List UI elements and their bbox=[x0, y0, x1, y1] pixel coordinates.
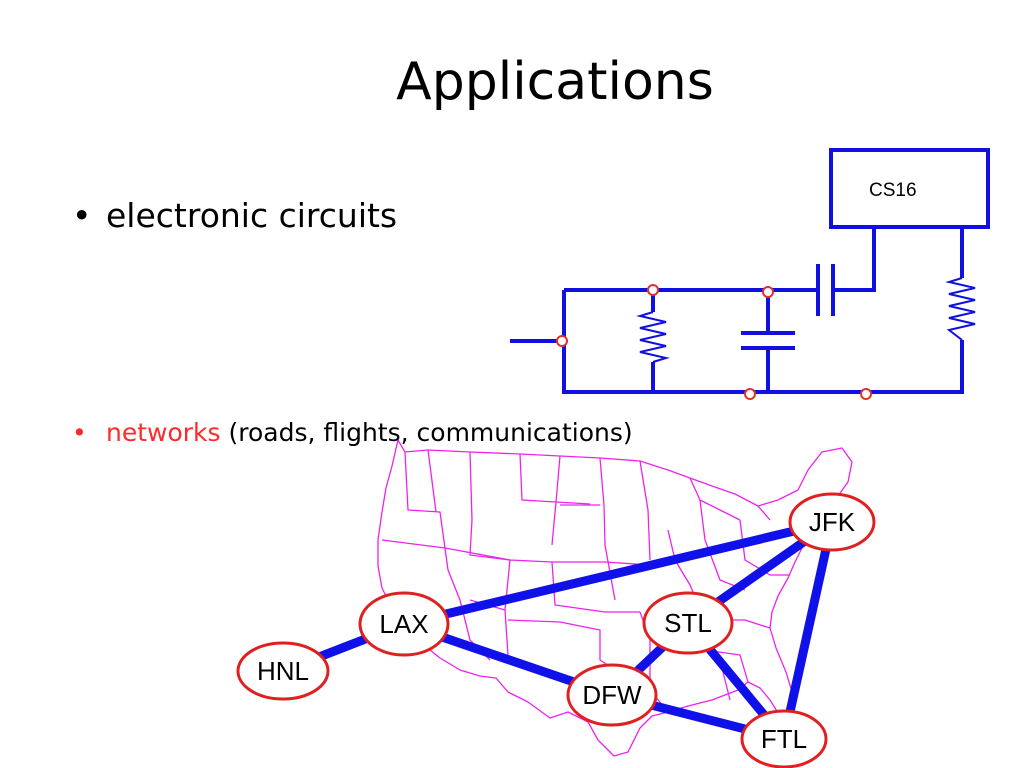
bullet-text: electronic circuits bbox=[106, 196, 398, 235]
bullet-networks: • networks (roads, flights, communication… bbox=[72, 418, 633, 447]
junction bbox=[556, 335, 568, 347]
airport-label: LAX bbox=[379, 609, 428, 639]
airport-label: JFK bbox=[809, 507, 856, 537]
airport-node-lax: LAX bbox=[358, 591, 450, 657]
airport-node-ellipse bbox=[236, 641, 330, 701]
airport-node-jfk: JFK bbox=[788, 492, 876, 552]
junction bbox=[762, 286, 774, 298]
bullet-dot: • bbox=[72, 196, 92, 235]
bullet-text: (roads, flights, communications) bbox=[220, 418, 633, 447]
route-jfk-ftl bbox=[779, 517, 837, 744]
airport-node-ellipse bbox=[788, 492, 876, 552]
resistor bbox=[636, 311, 670, 363]
capacitor bbox=[741, 331, 795, 350]
route-lax-jfk bbox=[399, 517, 837, 629]
airport-node-hnl: HNL bbox=[236, 641, 330, 701]
airport-label: DFW bbox=[582, 680, 642, 710]
airport-node-ellipse bbox=[566, 663, 658, 727]
slide-title: Applications bbox=[396, 52, 714, 112]
airport-node-stl: STL bbox=[642, 591, 734, 655]
airport-label: STL bbox=[664, 608, 712, 638]
junction bbox=[860, 388, 872, 400]
resistor bbox=[945, 277, 976, 341]
airport-label: HNL bbox=[257, 656, 309, 686]
airport-node-ellipse bbox=[740, 709, 828, 768]
airport-node-ftl: FTL bbox=[740, 709, 828, 768]
airport-node-dfw: DFW bbox=[566, 663, 658, 727]
chip-box bbox=[829, 148, 990, 229]
bullet-electronic-circuits: • electronic circuits bbox=[72, 196, 397, 235]
chip-label: CS16 bbox=[869, 180, 917, 201]
airport-node-ellipse bbox=[358, 591, 450, 657]
junction bbox=[744, 388, 756, 400]
bullet-highlight: networks bbox=[106, 418, 221, 447]
wire bbox=[833, 227, 876, 292]
junction bbox=[647, 284, 659, 296]
airport-node-ellipse bbox=[642, 591, 734, 655]
airport-label: FTL bbox=[761, 724, 807, 754]
bullet-dot: • bbox=[72, 418, 87, 447]
